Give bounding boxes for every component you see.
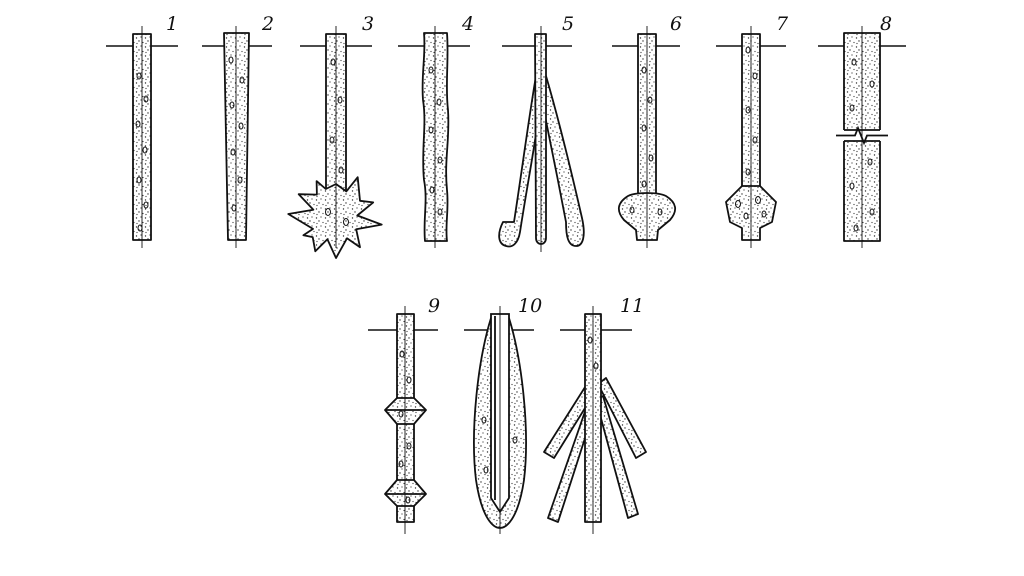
pile-3: 3 [287, 13, 383, 259]
pile-label-10: 10 [518, 295, 542, 317]
pile-label-5: 5 [562, 13, 574, 35]
pile-4: 4 [398, 13, 474, 248]
aggregate-marks [735, 46, 767, 220]
aggregate-marks [629, 66, 663, 216]
pile-label-6: 6 [670, 13, 682, 35]
pile-11: 11 [543, 295, 647, 534]
break-symbol [836, 125, 888, 146]
pile-7: 7 [716, 13, 789, 248]
aggregate-marks [135, 72, 149, 232]
pile-label-2: 2 [261, 13, 274, 35]
pile-5: 5 [498, 13, 585, 252]
pile-label-11: 11 [620, 295, 644, 317]
pile-label-7: 7 [776, 13, 789, 35]
spiked-bulb-base [287, 176, 383, 259]
pile-6: 6 [612, 13, 682, 248]
aggregate-marks [849, 58, 875, 232]
aggregate-marks [587, 336, 599, 370]
rough-pile-shaft [421, 32, 450, 242]
aggregate-marks [228, 56, 245, 212]
pile-label-3: 3 [362, 13, 374, 35]
aggregate-marks [428, 66, 443, 216]
pile-9: 9 [368, 295, 440, 534]
pile-1: 1 [106, 13, 178, 248]
upper-bulb [384, 397, 427, 425]
tapered-pile-shaft [223, 32, 250, 241]
central-pile-shaft [534, 33, 547, 245]
pile-label-4: 4 [461, 13, 474, 35]
lower-bulb [384, 479, 427, 507]
pile-8: 8 [818, 13, 906, 248]
aggregate-marks [398, 350, 412, 504]
pile-label-8: 8 [880, 13, 892, 35]
aggregate-marks [325, 58, 349, 226]
pile-10: 10 [464, 295, 542, 534]
pile-label-9: 9 [428, 295, 440, 317]
branch-leg-right [597, 377, 647, 459]
pile-label-1: 1 [166, 13, 178, 35]
aggregate-marks [481, 416, 518, 474]
pile-2: 2 [202, 13, 274, 248]
